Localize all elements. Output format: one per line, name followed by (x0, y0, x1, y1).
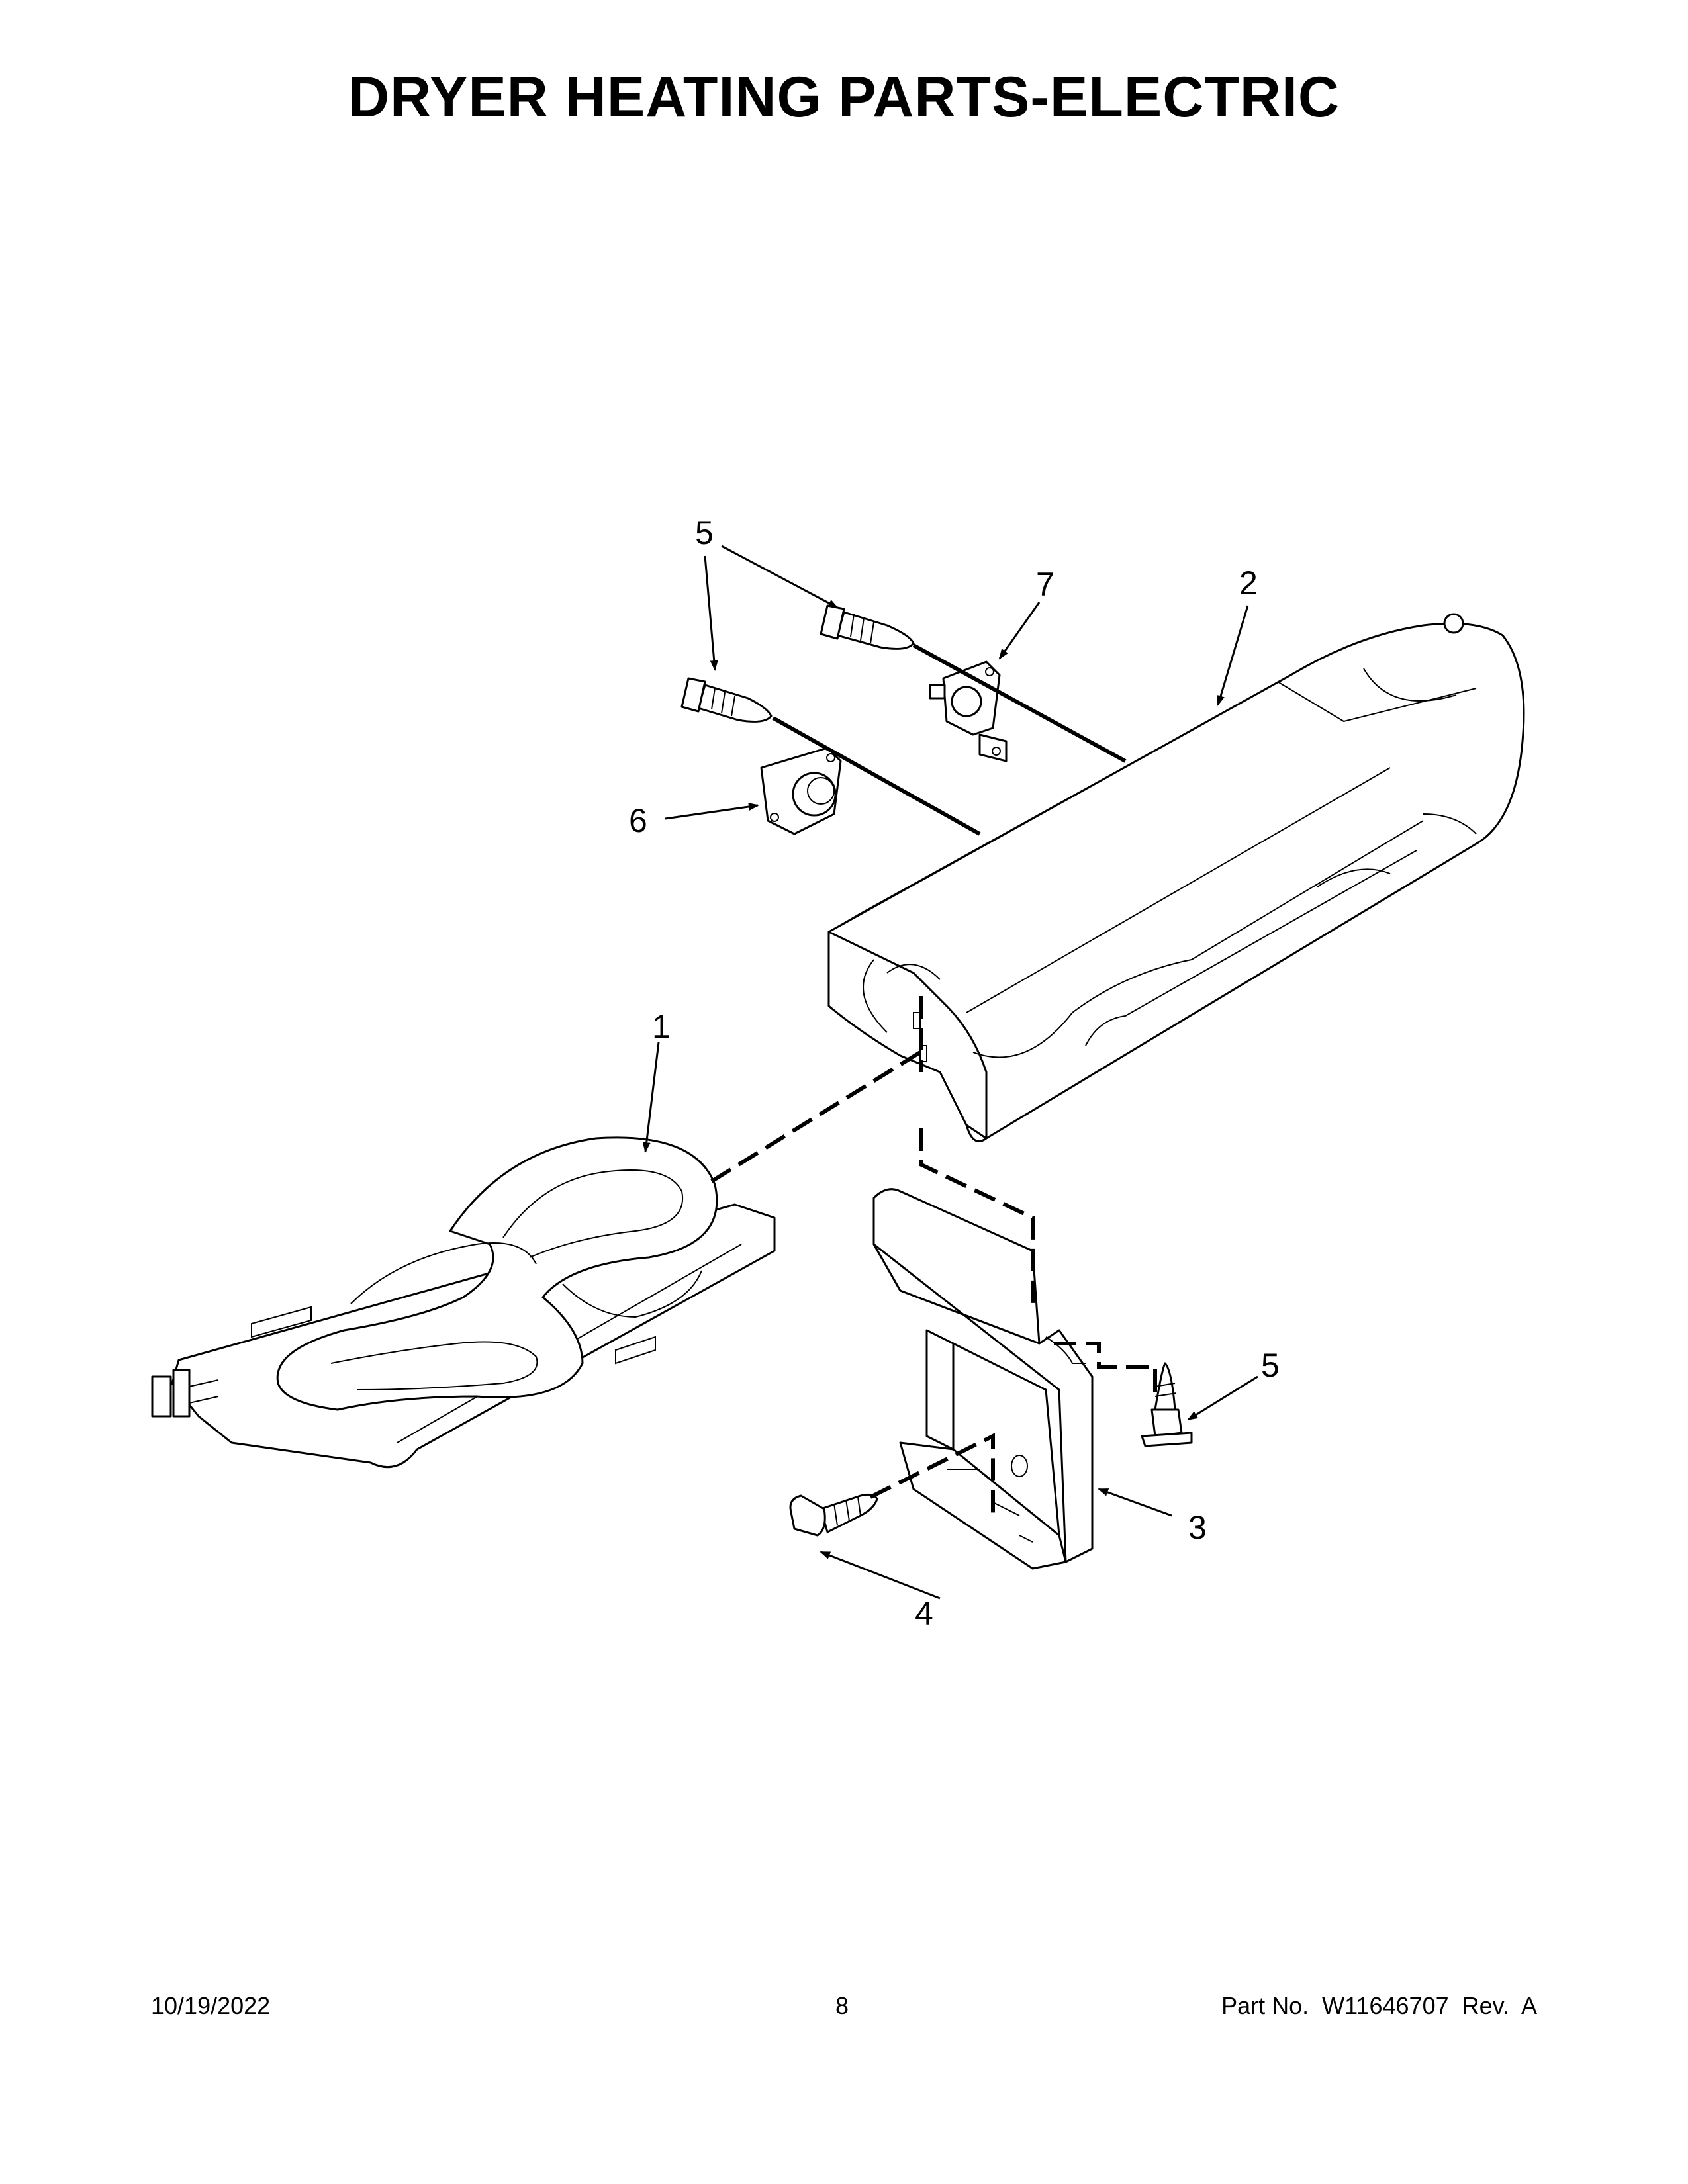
leader-6 (665, 803, 759, 820)
callout-3: 3 (1188, 1509, 1207, 1546)
page-title: DRYER HEATING PARTS-ELECTRIC (348, 66, 1340, 129)
callout-7: 7 (1036, 566, 1055, 603)
assembly-line-fuse (912, 643, 1127, 763)
assembly-line-thermostat (772, 716, 981, 836)
screw-4 (789, 1493, 878, 1537)
assembly-line-screw-5 (1054, 1342, 1157, 1400)
leader-5a-down (704, 555, 718, 671)
assembly-line-element (710, 1050, 921, 1183)
assembly-line-bracket (919, 1128, 1035, 1304)
heater-housing (827, 613, 1525, 1142)
heater-element-assembly (151, 1136, 776, 1469)
assembly-line-screw-4 (869, 1433, 995, 1516)
thermostat (760, 747, 842, 835)
screw-lower (1141, 1362, 1193, 1447)
footer-page-number: 8 (835, 1992, 849, 2019)
callout-1: 1 (652, 1008, 671, 1045)
screw-upper-1 (820, 604, 915, 650)
leader-5a-right (721, 545, 839, 609)
thermal-fuse (929, 660, 1008, 762)
callout-5b: 5 (1261, 1347, 1280, 1384)
mounting-bracket (872, 1188, 1094, 1570)
callout-6: 6 (629, 802, 647, 839)
leader-1 (642, 1042, 660, 1153)
callout-4: 4 (915, 1595, 933, 1632)
leader-7 (998, 602, 1041, 660)
callout-2: 2 (1239, 565, 1258, 602)
callout-5a: 5 (695, 514, 714, 551)
footer-part-number: Part No. W11646707 Rev. A (1221, 1992, 1537, 2019)
leader-2 (1217, 605, 1249, 706)
screw-upper-2 (680, 677, 773, 723)
leader-4 (820, 1551, 941, 1600)
footer-date: 10/19/2022 (151, 1992, 271, 2019)
leader-5b (1187, 1375, 1258, 1421)
leader-3 (1098, 1488, 1172, 1517)
